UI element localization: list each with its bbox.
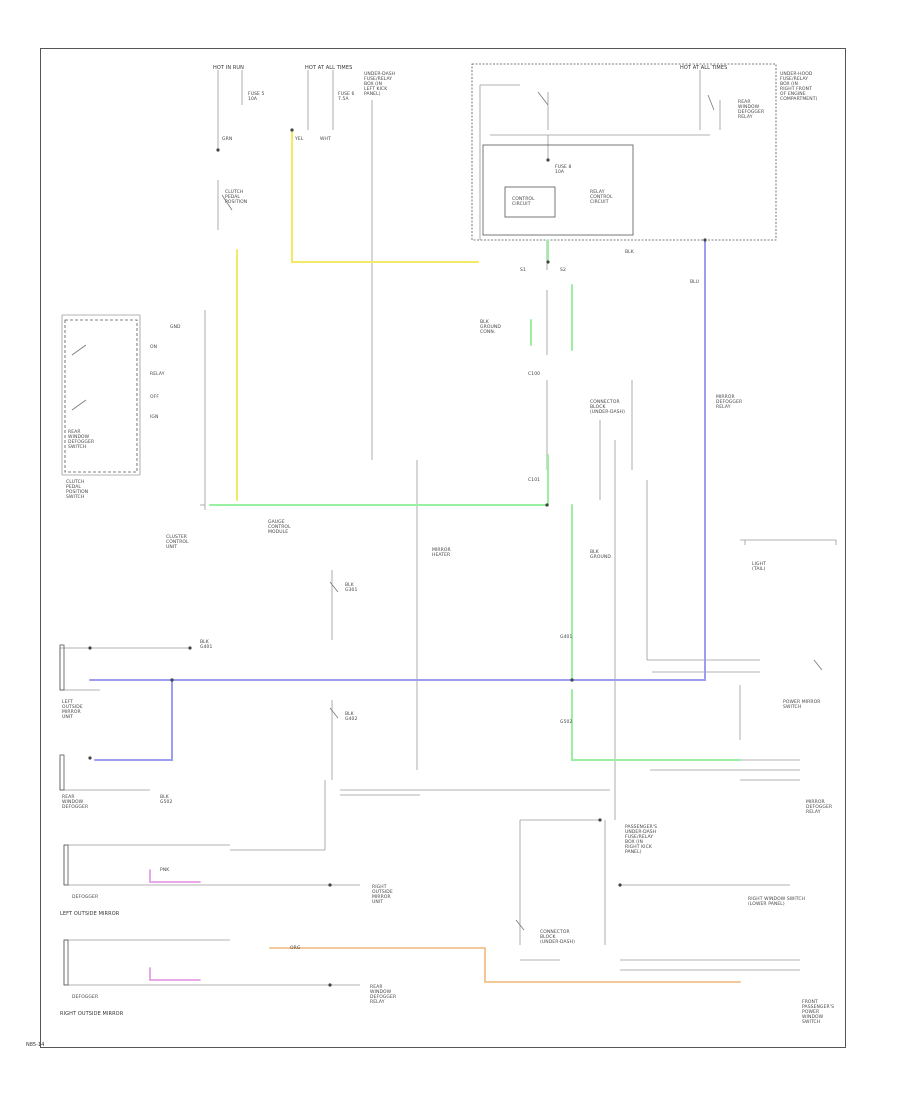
tag-grn: GRN xyxy=(222,137,233,142)
label-fuse-mid: FUSE 6 7.5A xyxy=(338,92,355,102)
tag-c101: C101 xyxy=(528,478,541,483)
blue-wire xyxy=(89,239,706,761)
label-rear-window-defogger-unit: REAR WINDOW DEFOGGER xyxy=(62,795,89,810)
label-switch-off: OFF xyxy=(150,395,160,400)
green-wire xyxy=(209,239,741,761)
label-power-mirror: POWER MIRROR SWITCH xyxy=(783,700,821,710)
footer-code: N85-14 xyxy=(26,1042,45,1048)
tag-blk: BLK xyxy=(625,250,634,255)
label-front-passenger-caption: FRONT PASSENGER'S POWER WINDOW SWITCH xyxy=(802,1000,835,1025)
tag-yel: YEL xyxy=(295,137,304,142)
label-clutch-pedal: CLUTCH PEDAL POSITION SWITCH xyxy=(66,480,89,500)
label-switch-on: ON xyxy=(150,345,158,350)
tag-gnd: GND xyxy=(170,325,181,330)
label-right-outside-mirror-unit: RIGHT OUTSIDE MIRROR UNIT xyxy=(372,885,393,905)
label-fuse-left: FUSE 5 10A xyxy=(248,92,265,102)
label-control-circuit: CONTROL CIRCUIT xyxy=(512,197,535,207)
orange-wire xyxy=(269,947,741,983)
label-blk-g502-right: BLK G502 xyxy=(160,795,173,805)
label-right-outside-mirror: RIGHT OUTSIDE MIRROR xyxy=(60,1011,124,1017)
tag-g502: G502 xyxy=(560,720,573,725)
tag-blu: BLU xyxy=(690,280,699,285)
label-left-outside-mirror-unit: LEFT OUTSIDE MIRROR UNIT xyxy=(62,700,83,720)
tag-g401: G401 xyxy=(560,635,573,640)
label-blk-gnd-top: BLK GROUND CONN. xyxy=(480,320,501,335)
label-gauge-control: GAUGE CONTROL MODULE xyxy=(268,520,291,535)
connector-dots xyxy=(88,128,707,987)
label-light-tail: LIGHT (TAIL) xyxy=(752,562,766,572)
switch-glyphs xyxy=(71,91,823,931)
label-relay-control: RELAY CONTROL CIRCUIT xyxy=(590,190,613,205)
label-right-window-caption: RIGHT WINDOW SWITCH (LOWER PANEL) xyxy=(748,897,806,907)
label-hot-in-run: HOT IN RUN xyxy=(213,65,245,71)
label-gnd-block: CONNECTOR BLOCK (UNDER-DASH) xyxy=(540,930,575,945)
label-fuse-box-inner: FUSE 8 10A xyxy=(555,165,572,175)
label-inter-unit: CONNECTOR BLOCK (UNDER-DASH) xyxy=(590,400,625,415)
tag-s1: S1 xyxy=(520,268,526,273)
label-ground-mid: BLK GROUND xyxy=(590,550,611,560)
label-defogger-left: DEFOGGER xyxy=(72,895,99,900)
tag-c100: C100 xyxy=(528,372,541,377)
label-rear-window-defogger-switch: REAR WINDOW DEFOGGER SWITCH xyxy=(68,430,95,450)
label-rear-defogger-relay: REAR WINDOW DEFOGGER RELAY xyxy=(738,100,765,120)
label-mirror-heater: MIRROR HEATER xyxy=(432,548,451,558)
label-mirror-defogger-box: MIRROR DEFOGGER RELAY xyxy=(716,395,743,410)
label-cluster-ctrl-unit: CLUSTER CONTROL UNIT xyxy=(166,535,189,550)
tag-org: ORG xyxy=(290,946,301,951)
label-gnd-note-1: BLK G301 xyxy=(345,583,358,593)
label-under-dash-box: UNDER-DASH FUSE/RELAY BOX (IN LEFT KICK … xyxy=(364,72,396,97)
tag-pnk: PNK xyxy=(160,868,170,873)
gray-wires xyxy=(59,70,837,986)
diagram-frame xyxy=(40,48,846,1048)
tag-wht: WHT xyxy=(320,137,331,142)
label-passenger-under-dash: PASSENGER'S UNDER-DASH FUSE/RELAY BOX (I… xyxy=(625,825,658,855)
label-gnd-note-2: BLK G402 xyxy=(345,712,358,722)
pink-wire xyxy=(149,869,201,981)
label-hot-at-all-times-box: HOT AT ALL TIMES xyxy=(680,65,728,71)
label-hot-at-all-times-top: HOT AT ALL TIMES xyxy=(305,65,353,71)
label-blk-g401-left: BLK G401 xyxy=(200,640,213,650)
label-ign: IGN xyxy=(150,415,159,420)
yellow-wire xyxy=(236,129,479,501)
label-left-outside-mirror: LEFT OUTSIDE MIRROR xyxy=(60,911,120,917)
label-clutch-pedal-pos: CLUTCH PEDAL POSITION xyxy=(225,190,248,205)
label-defogger-right: DEFOGGER xyxy=(72,995,99,1000)
tag-relay: RELAY xyxy=(150,372,165,377)
label-under-hood-box: UNDER-HOOD FUSE/RELAY BOX (IN RIGHT FRON… xyxy=(780,72,818,102)
box-outlines xyxy=(59,63,777,986)
label-mirror-defogger-box-2: MIRROR DEFOGGER RELAY xyxy=(806,800,833,815)
tag-s2: S2 xyxy=(560,268,566,273)
label-mirror-defogger-relay-2: REAR WINDOW DEFOGGER RELAY xyxy=(370,985,397,1005)
